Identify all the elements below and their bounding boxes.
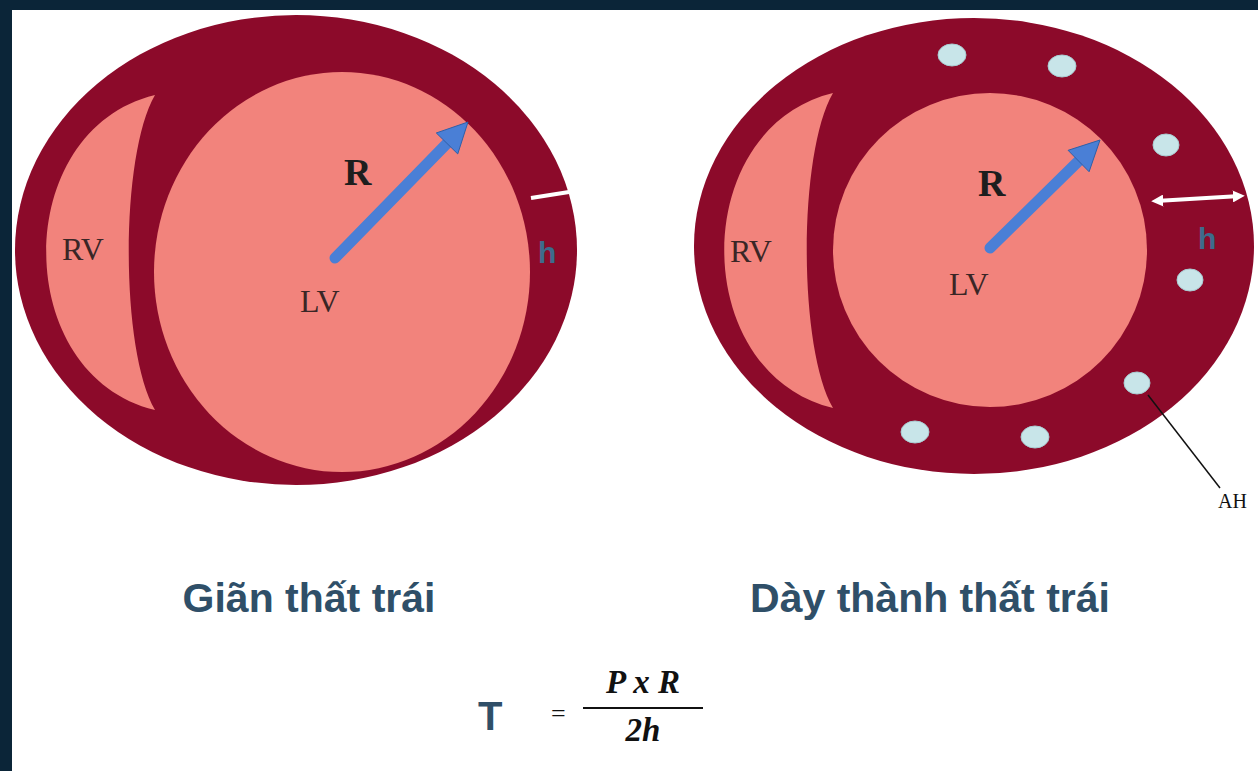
heart-wall-hypertrophy [694, 18, 1254, 474]
right-ventricle: RV [40, 90, 165, 415]
chamber-label: RV [62, 232, 104, 267]
formula-term: T [478, 694, 502, 738]
chamber-cavity [154, 72, 530, 472]
callout-label: AH [1218, 490, 1247, 512]
ah-dot [1021, 426, 1049, 448]
left-ventricle-shape [154, 72, 530, 472]
wall-thickness-label: h [1198, 222, 1216, 255]
formula-denominator: 2h [626, 712, 661, 748]
formula-sign: = [551, 700, 566, 729]
radius-arrow-shaft [335, 143, 447, 258]
wall-thickness-label: h [538, 236, 556, 269]
ah-dot [1048, 55, 1076, 77]
chamber-label: LV [300, 284, 340, 319]
panel-caption: Dày thành thất trái [750, 576, 1110, 621]
ah-dot [901, 421, 929, 443]
leader-line [1148, 395, 1220, 488]
left-ventricle-shape [833, 93, 1147, 407]
ah-dot [1124, 372, 1150, 394]
radius-arrow-head [436, 122, 468, 154]
left-ventricle: R LV [154, 72, 530, 472]
white-panel [12, 10, 1258, 771]
radius-label: R [344, 152, 371, 194]
ah-dot [1177, 269, 1203, 291]
heart-wall-dilated [15, 15, 577, 485]
chamber-cavity [833, 93, 1147, 407]
left-ventricle: R LV [833, 93, 1147, 407]
formula-numerator: P x R [606, 664, 680, 700]
right-ventricle: RV [718, 88, 843, 413]
ah-dot [1153, 134, 1179, 156]
panel-caption: Giãn thất trái [183, 576, 436, 621]
chamber-cavity [724, 93, 833, 408]
chamber-cavity [46, 95, 155, 410]
wall-thickness-arrow [1156, 196, 1240, 201]
chamber-label: LV [949, 267, 989, 302]
chamber-label: RV [730, 234, 772, 269]
radius-arrow-head [1068, 140, 1100, 172]
radius-label: R [978, 163, 1005, 205]
ah-dot [938, 44, 966, 66]
fraction-bar [583, 707, 703, 709]
wall-thickness-bar [531, 192, 569, 198]
